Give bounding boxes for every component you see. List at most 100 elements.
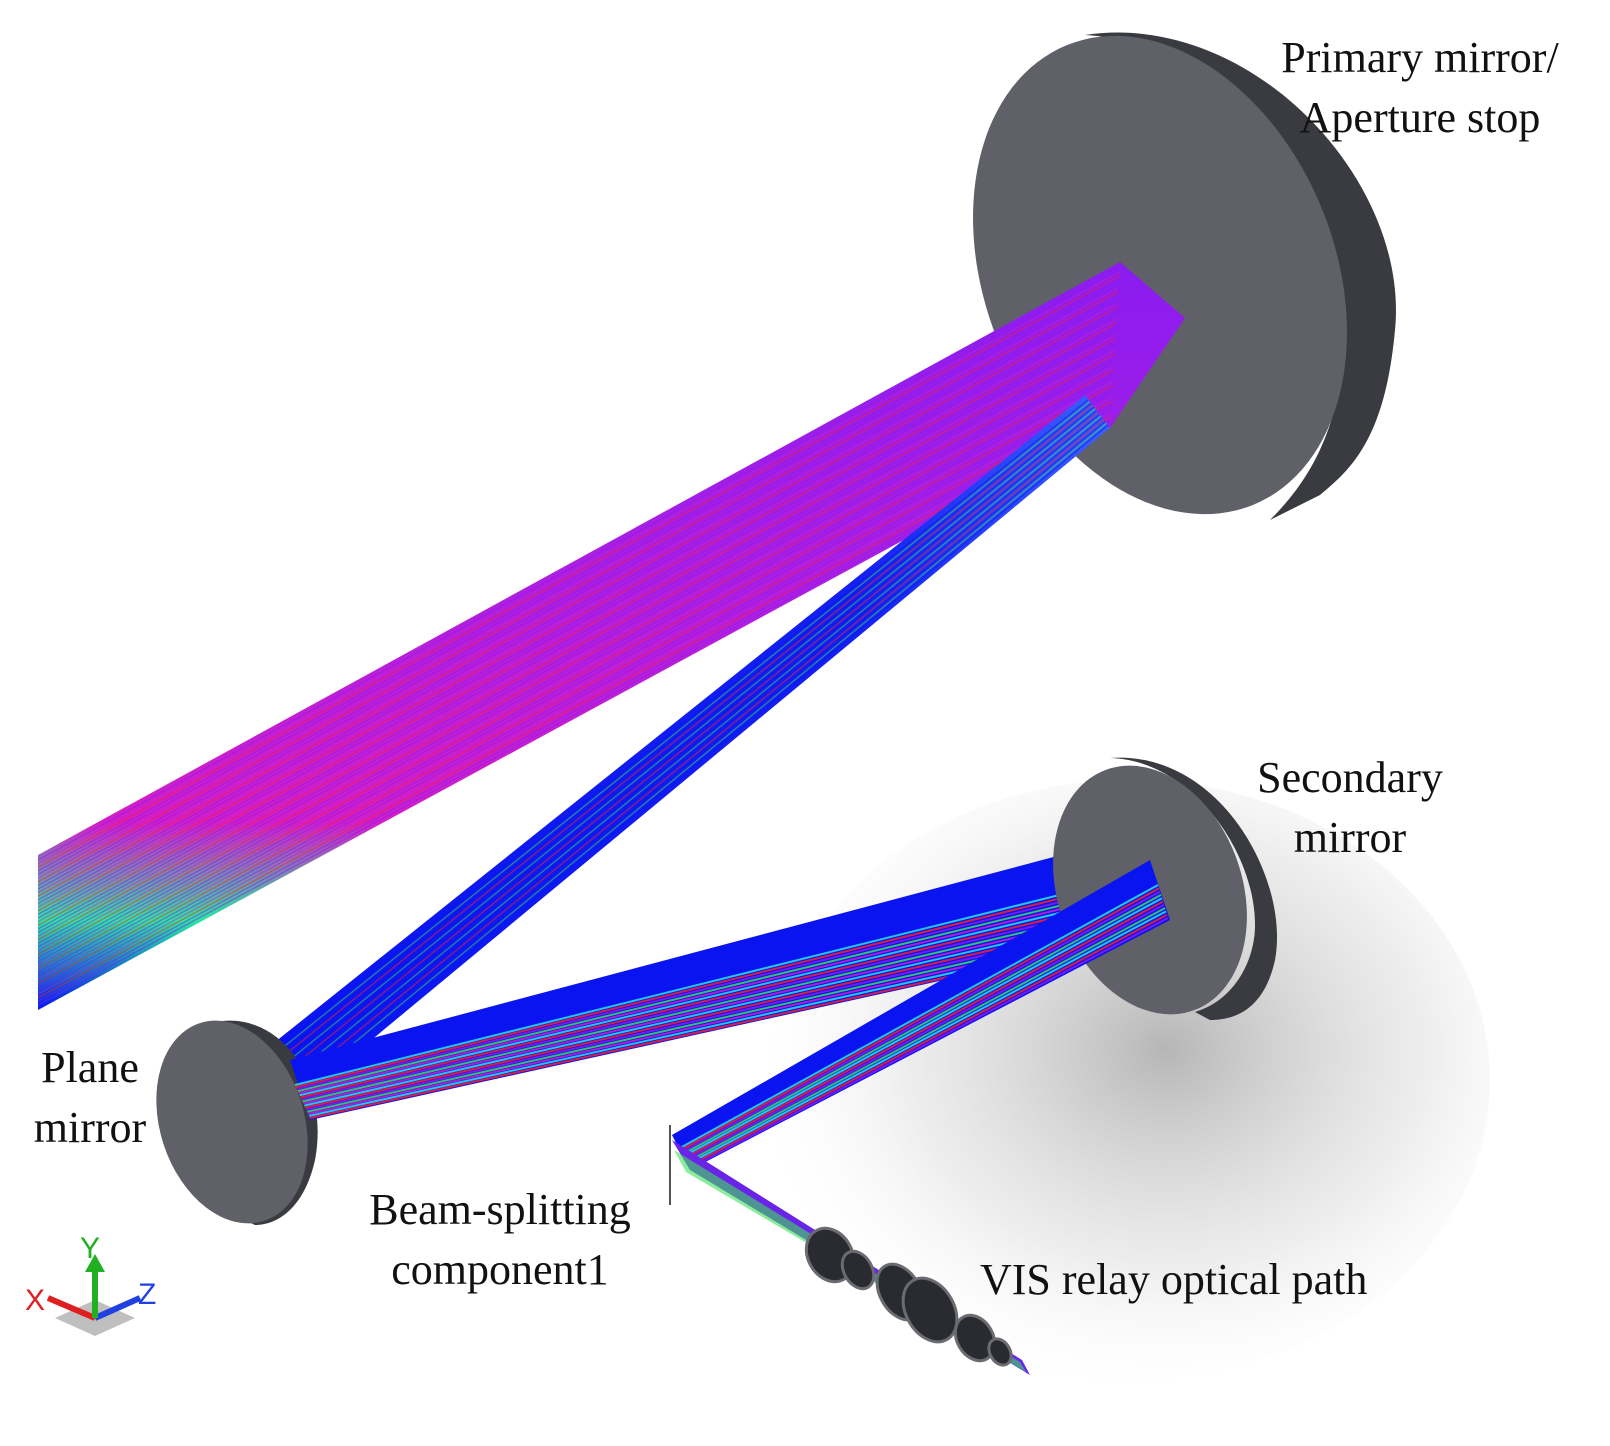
ray-streak	[37, 314, 1118, 905]
label-beam-splitting-component: Beam-splitting component1	[350, 1180, 650, 1300]
ray-streak	[37, 404, 1112, 988]
ray-streak	[298, 883, 1163, 1095]
relay-lens	[840, 1249, 876, 1291]
ray-streak	[294, 420, 1106, 1088]
ray-streak	[37, 338, 1116, 926]
label-primary-mirror: Primary mirror/ Aperture stop	[1270, 28, 1570, 148]
ray-streak	[297, 879, 1163, 1093]
ray-streak	[37, 408, 1112, 992]
ray-streak	[37, 271, 1121, 865]
label-plane-mirror-line2: mirror	[33, 1103, 147, 1152]
ray-streak	[684, 900, 1164, 1159]
ray-streak	[37, 345, 1116, 934]
ray-streak	[682, 894, 1162, 1155]
ray-streak	[37, 279, 1120, 872]
label-secondary-mirror: Secondary mirror	[1240, 748, 1460, 868]
relay-lens	[953, 1313, 997, 1363]
ray-streak	[688, 913, 1168, 1167]
label-secondary-mirror-line1: Secondary	[1257, 753, 1443, 802]
ray-streak	[37, 377, 1114, 963]
relay-lens	[901, 1276, 959, 1344]
ray-streak	[278, 408, 1096, 1069]
ray-streak	[272, 403, 1092, 1061]
axis-z-arrow	[93, 1295, 142, 1321]
ray-streak	[37, 400, 1112, 984]
ray-streak	[683, 897, 1163, 1157]
ray-streak	[276, 406, 1095, 1067]
label-primary-mirror-line2: Aperture stop	[1299, 93, 1541, 142]
label-secondary-mirror-line2: mirror	[1293, 813, 1407, 862]
fold-beam-streaks	[267, 399, 1109, 1093]
ray-streak	[37, 275, 1120, 868]
ray-streak	[267, 399, 1089, 1056]
ray-streak	[685, 903, 1165, 1161]
ray-streak	[37, 291, 1119, 883]
ray-streak	[679, 884, 1159, 1149]
plane-mirror	[156, 1020, 318, 1225]
ray-streak	[301, 894, 1165, 1101]
ray-streak	[680, 887, 1160, 1151]
label-primary-mirror-line1: Primary mirror/	[1281, 33, 1559, 82]
ray-streak	[37, 361, 1115, 948]
ray-streak	[37, 373, 1114, 959]
ray-streak	[37, 412, 1112, 995]
ray-streak	[37, 369, 1114, 955]
incoming-beam	[37, 262, 1185, 1010]
ray-streak	[686, 907, 1166, 1163]
ray-streak	[37, 310, 1118, 901]
axis-z-label: Z	[138, 1278, 156, 1311]
ray-streak	[37, 357, 1115, 944]
ray-streak	[299, 424, 1109, 1093]
ray-streak	[37, 353, 1115, 941]
ray-streak	[37, 381, 1114, 966]
primary-mirror-rim	[1085, 32, 1396, 521]
ray-streak	[269, 401, 1090, 1059]
axis-x-arrow	[46, 1295, 97, 1321]
ray-streak	[37, 349, 1116, 937]
label-vis-relay-optical-path: VIS relay optical path	[980, 1255, 1368, 1304]
axis-y-arrowhead	[85, 1254, 105, 1272]
label-plane-mirror-line1: Plane	[41, 1043, 139, 1092]
incoming-beam-streaks	[37, 267, 1121, 1006]
ray-streak	[37, 330, 1117, 919]
ray-streak	[292, 419, 1105, 1085]
ray-streak	[37, 385, 1113, 970]
plane-mirror-face	[156, 1020, 308, 1224]
vis-relay-lens-stack	[804, 1226, 1013, 1367]
ray-streak	[283, 411, 1099, 1075]
ray-streak	[37, 342, 1116, 930]
ray-streak	[681, 890, 1161, 1153]
ray-streak	[37, 396, 1113, 981]
beam-secondary-to-splitter-streaks	[679, 884, 1169, 1169]
ray-streak	[37, 365, 1115, 952]
ray-streak	[37, 283, 1120, 876]
ray-streak	[37, 302, 1119, 894]
ray-streak	[300, 890, 1164, 1099]
ray-streak	[687, 910, 1167, 1165]
ray-streak	[37, 306, 1118, 897]
beam-secondary-to-splitter	[672, 860, 1170, 1170]
ray-streak	[689, 917, 1169, 1169]
ray-streak	[285, 413, 1100, 1077]
ray-streak	[294, 869, 1161, 1086]
ray-streak	[37, 294, 1119, 886]
ray-streak	[37, 416, 1111, 999]
ray-streak	[297, 422, 1108, 1090]
ray-streak	[37, 267, 1121, 861]
label-beam-splitting-line1: Beam-splitting	[369, 1185, 631, 1234]
ray-streak	[37, 334, 1117, 923]
ray-streak	[281, 410, 1098, 1072]
ray-streak	[288, 415, 1102, 1080]
ray-streak	[295, 872, 1161, 1089]
ray-streak	[37, 389, 1113, 973]
ray-streak	[37, 287, 1120, 879]
label-beam-splitting-line2: component1	[391, 1245, 609, 1294]
ray-streak	[37, 298, 1119, 890]
axis-y-label: Y	[80, 1232, 100, 1265]
ray-streak	[299, 887, 1164, 1097]
ray-streak	[37, 326, 1117, 915]
fold-beam-primary-to-plane	[265, 395, 1110, 1095]
relay-lens	[987, 1337, 1013, 1367]
ray-streak	[37, 318, 1118, 908]
